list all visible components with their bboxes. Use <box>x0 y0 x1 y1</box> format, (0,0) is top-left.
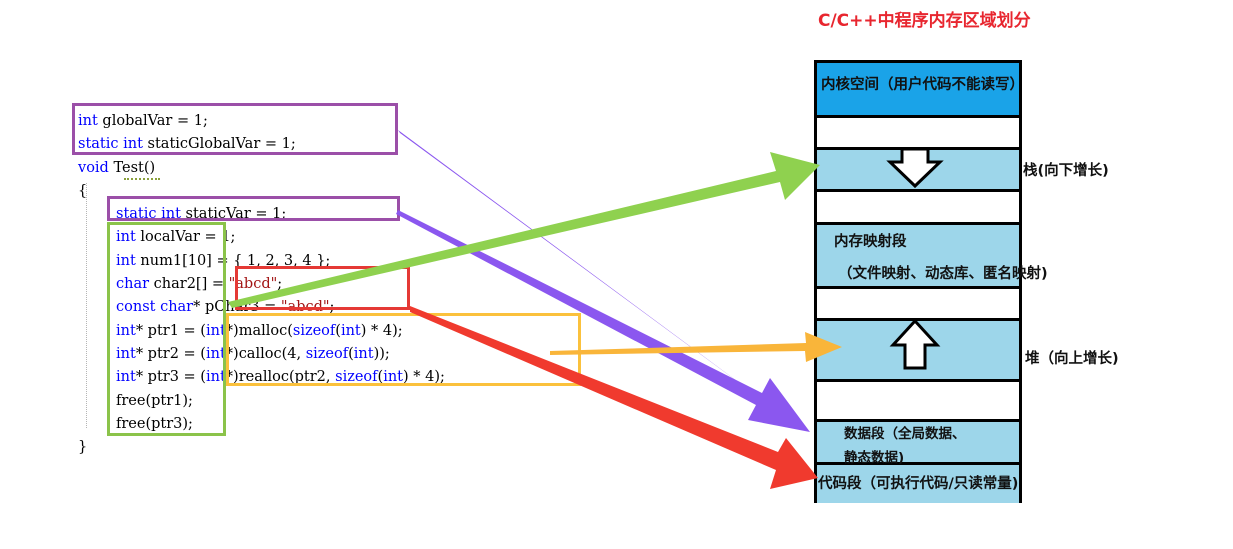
code-keyword: int <box>78 113 98 129</box>
heap-alloc-highlight-box <box>226 313 581 386</box>
code-line: int* ptr1 = (int*)malloc(sizeof(int) * 4… <box>78 320 445 343</box>
static-local-highlight-box <box>107 196 400 221</box>
memory-layout <box>814 60 1022 503</box>
code-text: ( <box>335 322 341 339</box>
code-text: free(ptr3); <box>116 415 193 432</box>
code-keyword: sizeof <box>305 345 349 362</box>
globals-highlight-box <box>72 103 398 155</box>
stack-label: 栈(向下增长) <box>1023 163 1109 179</box>
code-text: * ptr3 = ( <box>135 369 206 386</box>
code-text: char2[] = <box>149 276 229 293</box>
mmap-label-line2: （文件映射、动态库、匿名映射) <box>838 266 1048 282</box>
code-text: free(ptr1); <box>116 392 193 409</box>
code-keyword: char <box>116 276 150 293</box>
code-text: ( <box>348 345 354 362</box>
heap-alloc-to-heap-arrow <box>550 332 842 362</box>
gap-2 <box>817 192 1019 225</box>
code-keyword: char <box>160 299 194 316</box>
up-arrow-icon <box>889 318 941 370</box>
code-keyword: int <box>383 369 404 386</box>
code-segment-label: 代码段（可执行代码/只读常量) <box>818 476 1019 492</box>
code-keyword: const <box>116 299 156 316</box>
code-line: free(ptr3); <box>78 413 445 436</box>
code-text: )); <box>373 345 390 362</box>
code-text: *)realloc(ptr2, <box>225 369 336 386</box>
code-text: *)calloc(4, <box>225 345 306 362</box>
code-keyword: int <box>353 345 374 362</box>
code-keyword: int <box>123 136 143 153</box>
code-keyword: void <box>78 159 109 176</box>
code-text: ) * 4); <box>360 322 403 339</box>
locals-to-stack-arrow <box>228 152 820 308</box>
diagram-title: C/C++中程序内存区域划分 <box>818 11 1031 31</box>
code-keyword: int <box>116 345 136 362</box>
code-line: int globalVar = 1; <box>78 110 445 133</box>
data-label-line2: 静态数据) <box>844 450 905 466</box>
code-keyword: int <box>205 345 226 362</box>
code-keyword: int <box>205 369 226 386</box>
data-label-line1: 数据段（全局数据、 <box>844 426 966 442</box>
static-local-to-data-arrow <box>396 210 810 432</box>
code-string: "abcd" <box>228 276 278 293</box>
code-text: * ptr1 = ( <box>135 322 206 339</box>
kernel-label: 内核空间（用户代码不能读写） <box>821 77 1024 93</box>
code-text: *)malloc( <box>225 322 293 339</box>
code-text: ( <box>377 369 384 386</box>
kernel-segment <box>817 63 1019 118</box>
literal-to-code-arrow <box>410 306 818 489</box>
code-line: int localVar = 1; <box>78 226 445 249</box>
code-keyword: int <box>116 322 136 339</box>
data-segment <box>817 422 1019 465</box>
code-text: staticGlobalVar = 1; <box>142 136 296 153</box>
code-text: Test() <box>108 159 156 176</box>
down-arrow-icon <box>886 147 944 189</box>
code-text: num1[10] = { 1, 2, 3, 4 }; <box>135 252 331 269</box>
code-keyword: int <box>116 369 136 386</box>
code-line: char char2[] = "abcd"; <box>78 273 445 296</box>
squiggle-underline <box>124 174 160 180</box>
code-text: globalVar = 1; <box>97 113 208 129</box>
gap-4 <box>817 382 1019 422</box>
mmap-label-line1: 内存映射段 <box>834 234 907 250</box>
code-keyword: static <box>78 136 119 153</box>
code-line: static int staticGlobalVar = 1; <box>78 133 445 156</box>
code-line: { <box>78 180 445 203</box>
code-keyword: int <box>205 322 226 339</box>
code-text: } <box>78 439 88 456</box>
code-line: int* ptr3 = (int*)realloc(ptr2, sizeof(i… <box>78 366 445 389</box>
code-line: int num1[10] = { 1, 2, 3, 4 }; <box>78 250 445 273</box>
code-text: ; <box>277 276 283 293</box>
heap-label: 堆（向上增长) <box>1025 351 1119 367</box>
code-keyword: int <box>340 322 361 339</box>
code-listing: int globalVar = 1;static int staticGloba… <box>78 110 445 459</box>
indent-guide <box>86 183 87 428</box>
code-text: { <box>78 182 88 199</box>
code-keyword: int <box>116 252 136 269</box>
code-text: ) * 4); <box>403 369 445 386</box>
code-text: * ptr2 = ( <box>135 345 206 362</box>
code-line: } <box>78 436 445 459</box>
string-literal-highlight-box <box>235 266 410 310</box>
locals-highlight-box <box>107 222 226 436</box>
code-line: int* ptr2 = (int*)calloc(4, sizeof(int))… <box>78 343 445 366</box>
code-line: free(ptr1); <box>78 390 445 413</box>
code-line: void Test() <box>78 157 445 180</box>
gap-3 <box>817 289 1019 321</box>
code-keyword: sizeof <box>292 322 336 339</box>
code-keyword: sizeof <box>335 369 378 386</box>
mmap-segment <box>817 225 1019 289</box>
code-keyword: int <box>116 229 136 246</box>
code-segment <box>817 465 1019 503</box>
